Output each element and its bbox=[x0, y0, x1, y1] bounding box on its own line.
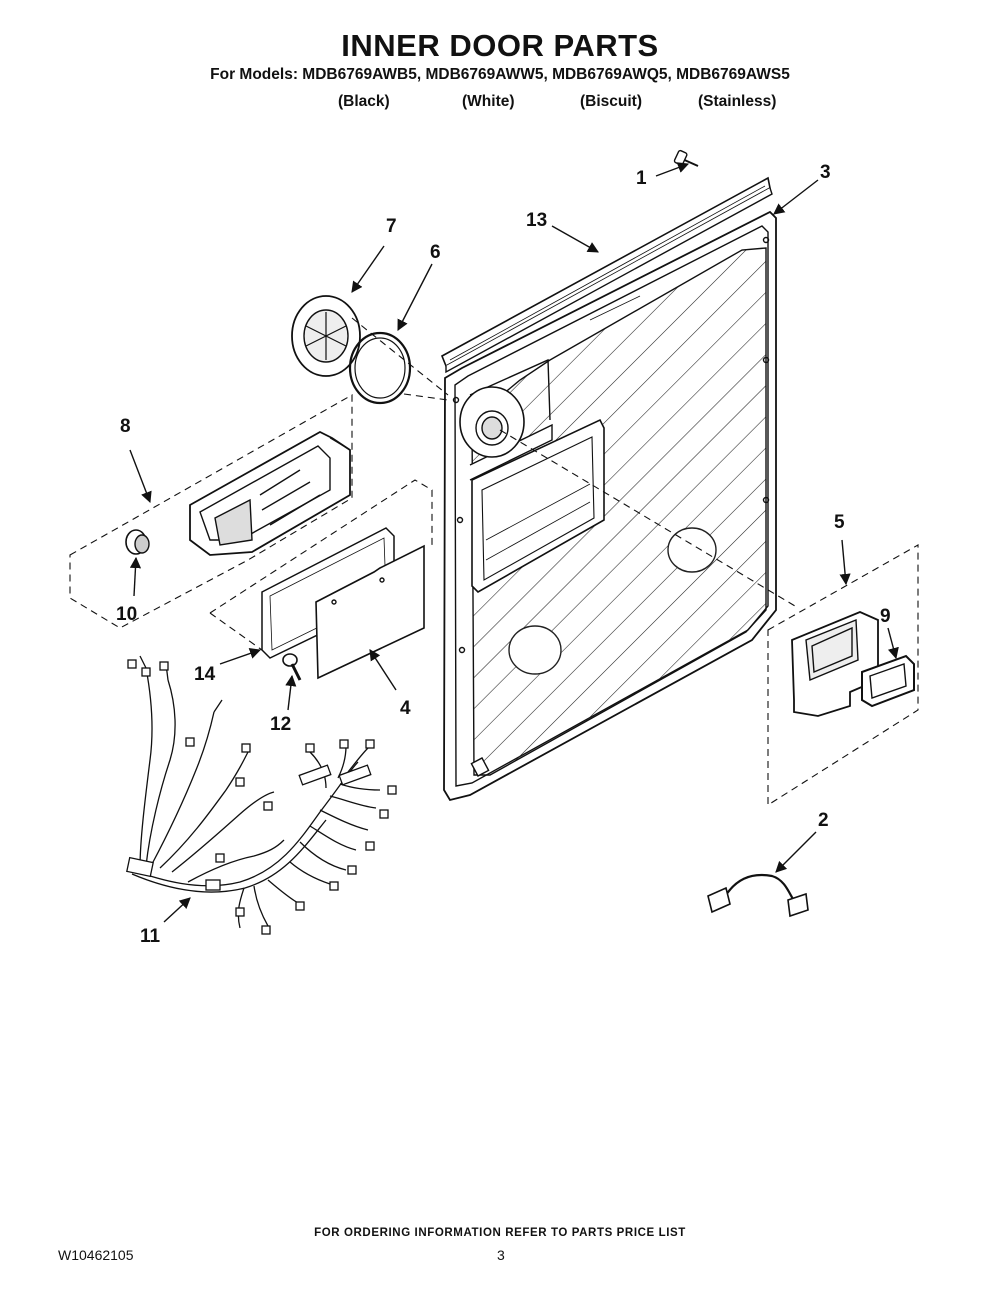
callout-2: 2 bbox=[818, 810, 829, 831]
ordering-note: FOR ORDERING INFORMATION REFER TO PARTS … bbox=[314, 1227, 686, 1239]
vent-cap-part-7 bbox=[291, 295, 361, 377]
door-trim-strip bbox=[440, 176, 773, 374]
callout-9: 9 bbox=[880, 606, 891, 627]
page-number: 3 bbox=[497, 1247, 505, 1263]
callout-12: 12 bbox=[270, 714, 291, 735]
finish-black: (Black) bbox=[338, 93, 390, 110]
finish-white: (White) bbox=[462, 93, 515, 110]
callout-8: 8 bbox=[120, 416, 131, 437]
callout-5: 5 bbox=[834, 512, 845, 533]
leader-arrows bbox=[129, 162, 899, 923]
seal-part-9 bbox=[861, 654, 915, 708]
callout-1: 1 bbox=[636, 168, 647, 189]
callout-7: 7 bbox=[386, 216, 397, 237]
models-line: For Models: MDB6769AWB5, MDB6769AWW5, MD… bbox=[210, 66, 790, 83]
callout-3: 3 bbox=[820, 162, 831, 183]
assembly-guide-lines bbox=[69, 317, 919, 806]
callout-13: 13 bbox=[526, 210, 547, 231]
finish-stainless: (Stainless) bbox=[698, 93, 777, 110]
callout-6: 6 bbox=[430, 242, 441, 263]
callout-4: 4 bbox=[400, 698, 411, 719]
page-title: INNER DOOR PARTS bbox=[341, 28, 659, 63]
callout-11: 11 bbox=[140, 926, 161, 947]
latch-housing-part-5 bbox=[791, 611, 879, 717]
circuit-board-part-4 bbox=[315, 544, 425, 680]
callout-14: 14 bbox=[194, 664, 216, 685]
knob-part-10 bbox=[125, 529, 150, 555]
sensor-cable-part-2 bbox=[707, 873, 809, 918]
callout-labels: 1 2 3 4 5 6 7 8 9 10 11 12 13 14 bbox=[116, 162, 891, 947]
screw-part-1 bbox=[673, 149, 699, 167]
wire-harness-part-11 bbox=[126, 655, 397, 935]
callout-10: 10 bbox=[116, 604, 137, 625]
inner-door-panel bbox=[443, 210, 777, 802]
document-number: W10462105 bbox=[58, 1247, 134, 1263]
screw-part-12 bbox=[282, 653, 302, 681]
finish-biscuit: (Biscuit) bbox=[580, 93, 642, 110]
gasket-ring-part-6 bbox=[348, 331, 412, 405]
dispenser-part-8 bbox=[189, 430, 351, 556]
